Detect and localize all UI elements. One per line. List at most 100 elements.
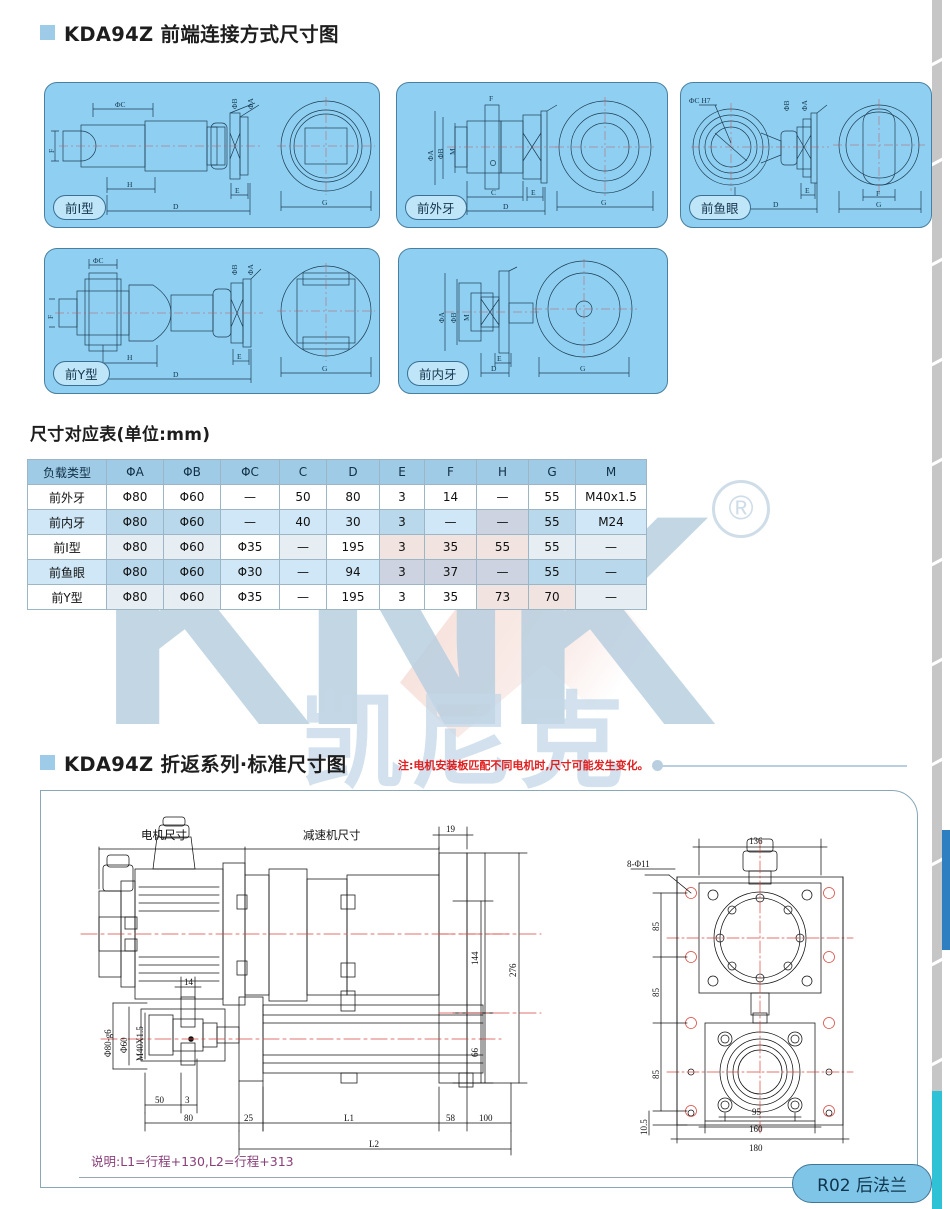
section-title-text: KDA94Z 折返系列·标准尺寸图 bbox=[64, 753, 347, 776]
diagram-front-external-thread: F ΦA ΦB M C D E G bbox=[426, 94, 655, 215]
dim-label-phi-a: ΦA bbox=[246, 98, 255, 109]
dim-label-m: M bbox=[462, 314, 471, 321]
cell-h: — bbox=[476, 509, 529, 535]
cell-c: — bbox=[279, 584, 327, 610]
drawing-description: 说明:L1=行程+130,L2=行程+313 bbox=[91, 1154, 294, 1169]
diagram-front-i-type: ΦC H D E G F ΦB ΦA bbox=[47, 97, 375, 215]
diagram-panel-front-external-thread[interactable]: F ΦA ΦB M C D E G 前外牙 bbox=[396, 82, 668, 228]
cell-d: 195 bbox=[326, 534, 380, 560]
section-heading-front-connection: KDA94Z 前端连接方式尺寸图 bbox=[40, 18, 339, 47]
dim-label-g: G bbox=[322, 198, 328, 207]
dim-14: 14 bbox=[184, 977, 194, 987]
dim-180: 180 bbox=[749, 1143, 763, 1153]
cell-phi-c: — bbox=[220, 484, 280, 510]
cell-phi-a: Φ80 bbox=[106, 559, 164, 585]
cell-h: — bbox=[476, 484, 529, 510]
dim-label-d: D bbox=[503, 202, 509, 211]
dimension-table: 负载类型 ΦA ΦB ΦC C D E F H G M 前外牙 Φ80 Φ6 bbox=[27, 459, 647, 610]
panel-badge-front-i-type: 前I型 bbox=[53, 195, 106, 220]
cell-phi-b: Φ60 bbox=[163, 484, 221, 510]
diagram-panel-front-i-type[interactable]: ΦC H D E G F ΦB ΦA 前I型 bbox=[44, 82, 380, 228]
cell-phi-a: Φ80 bbox=[106, 509, 164, 535]
dim-85-a: 85 bbox=[651, 922, 661, 932]
dim-label-g: G bbox=[876, 200, 882, 209]
cell-g: 55 bbox=[528, 559, 576, 585]
registered-trademark-icon: ® bbox=[712, 480, 770, 538]
cell-f: 35 bbox=[424, 584, 477, 610]
cell-e: 3 bbox=[379, 534, 425, 560]
section-title-text: KDA94Z 前端连接方式尺寸图 bbox=[64, 23, 339, 46]
standard-dimension-drawing[interactable]: 电机尺寸 减速机尺寸 19 276 144 66 100 14 Φ80-g6 Φ… bbox=[40, 790, 918, 1188]
dim-label-d: D bbox=[491, 364, 497, 373]
cell-phi-c: — bbox=[220, 509, 280, 535]
dim-L1: L1 bbox=[344, 1113, 354, 1123]
cell-c: — bbox=[279, 534, 327, 560]
cell-c: — bbox=[279, 559, 327, 585]
col-header-h: H bbox=[476, 459, 529, 485]
col-header-f: F bbox=[424, 459, 477, 485]
cell-f: 37 bbox=[424, 559, 477, 585]
cell-f: — bbox=[424, 509, 477, 535]
dim-label-e: E bbox=[805, 186, 810, 195]
table-caption-text: 尺寸对应表(单位:mm) bbox=[30, 425, 211, 445]
cell-phi-a: Φ80 bbox=[106, 484, 164, 510]
diagram-front-internal-thread: ΦA ΦB M D E G bbox=[437, 259, 637, 377]
dim-label-phi-b: ΦB bbox=[782, 101, 791, 112]
drawing-canvas: 电机尺寸 减速机尺寸 19 276 144 66 100 14 Φ80-g6 Φ… bbox=[80, 816, 854, 1156]
cell-load-type: 前内牙 bbox=[27, 509, 107, 535]
cell-phi-c: Φ30 bbox=[220, 559, 280, 585]
cell-c: 40 bbox=[279, 509, 327, 535]
label-reducer-size: 减速机尺寸 bbox=[303, 828, 361, 842]
cell-g: 55 bbox=[528, 484, 576, 510]
dim-phi80-g6: Φ80-g6 bbox=[103, 1029, 113, 1057]
cell-e: 3 bbox=[379, 559, 425, 585]
dim-3: 3 bbox=[185, 1095, 190, 1105]
note-rule bbox=[662, 765, 907, 767]
panel-badge-front-fisheye: 前鱼眼 bbox=[689, 195, 751, 220]
cell-load-type: 前外牙 bbox=[27, 484, 107, 510]
col-header-load-type: 负载类型 bbox=[27, 459, 107, 485]
cell-d: 30 bbox=[326, 509, 380, 535]
table-caption: 尺寸对应表(单位:mm) bbox=[30, 420, 210, 445]
dim-L2: L2 bbox=[369, 1139, 379, 1149]
dim-85-b: 85 bbox=[651, 988, 661, 998]
cell-d: 195 bbox=[326, 584, 380, 610]
cell-phi-a: Φ80 bbox=[106, 584, 164, 610]
dim-label-phi-a: ΦA bbox=[437, 312, 446, 323]
dim-label-d: D bbox=[773, 200, 779, 209]
table-header-row: 负载类型 ΦA ΦB ΦC C D E F H G M bbox=[27, 459, 647, 485]
cell-phi-b: Φ60 bbox=[163, 509, 221, 535]
panel-badge-front-y-type: 前Y型 bbox=[53, 361, 110, 386]
cell-h: — bbox=[476, 559, 529, 585]
col-header-phi-a: ΦA bbox=[106, 459, 164, 485]
right-edge-strip bbox=[930, 0, 946, 1209]
dim-85-c: 85 bbox=[651, 1070, 661, 1080]
col-header-m: M bbox=[575, 459, 647, 485]
dim-19: 19 bbox=[446, 824, 456, 834]
dim-label-phi-a: ΦA bbox=[800, 100, 809, 111]
cell-m: — bbox=[575, 584, 647, 610]
panel-badge-front-internal-thread: 前内牙 bbox=[407, 361, 469, 386]
dim-144: 144 bbox=[470, 951, 480, 965]
section-red-note: 注:电机安装板匹配不同电机时,尺寸可能发生变化。 bbox=[398, 759, 649, 772]
diagram-panel-front-y-type[interactable]: ΦC F H D E G ΦB ΦA 前Y型 bbox=[44, 248, 380, 394]
dim-label-f: F bbox=[489, 94, 493, 103]
cell-h: 73 bbox=[476, 584, 529, 610]
cell-e: 3 bbox=[379, 509, 425, 535]
dim-label-f: F bbox=[876, 189, 880, 198]
diagram-panel-front-internal-thread[interactable]: ΦA ΦB M D E G 前内牙 bbox=[398, 248, 668, 394]
cell-m: — bbox=[575, 559, 647, 585]
cell-f: 35 bbox=[424, 534, 477, 560]
cell-h: 55 bbox=[476, 534, 529, 560]
dim-160: 160 bbox=[749, 1124, 763, 1134]
col-header-c: C bbox=[279, 459, 327, 485]
col-header-phi-b: ΦB bbox=[163, 459, 221, 485]
table-row: 前外牙 Φ80 Φ60 — 50 80 3 14 — 55 M40x1.5 bbox=[27, 484, 647, 510]
cell-phi-b: Φ60 bbox=[163, 584, 221, 610]
cell-phi-b: Φ60 bbox=[163, 559, 221, 585]
dim-label-phi-a: ΦA bbox=[426, 150, 435, 161]
diagram-front-fisheye: ΦC H7 ΦB ΦA D E F G bbox=[689, 96, 925, 213]
diagram-panel-front-fisheye[interactable]: ΦC H7 ΦB ΦA D E F G 前鱼眼 bbox=[680, 82, 932, 228]
cell-d: 94 bbox=[326, 559, 380, 585]
cell-c: 50 bbox=[279, 484, 327, 510]
